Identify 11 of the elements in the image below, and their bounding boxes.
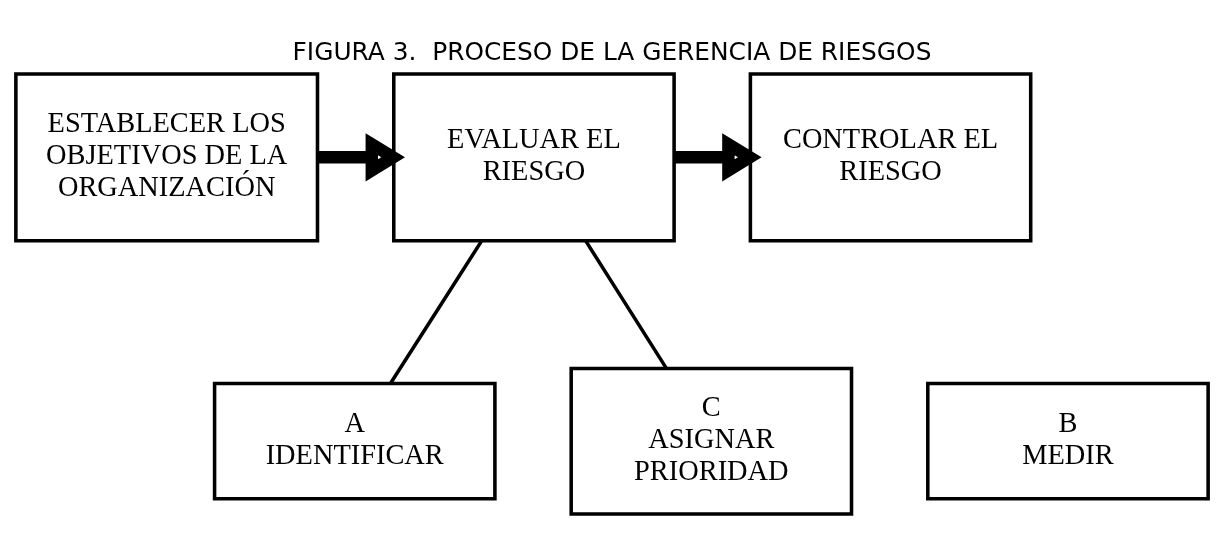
node-box: C ASIGNAR PRIORIDAD [569, 366, 854, 516]
node-box: CONTROLAR EL RIESGO [748, 72, 1033, 243]
connector [584, 239, 668, 370]
node-box: A IDENTIFICAR [212, 381, 497, 501]
node-box: B MEDIR [926, 381, 1210, 501]
arrow [318, 133, 405, 182]
node-box: ESTABLECER LOS OBJETIVOS DE LA ORGANIZACIÓN [14, 72, 320, 243]
connector [389, 239, 484, 384]
diagram-title: FIGURA 3. PROCESO DE LA GERENCIA DE RIESGOS [292, 37, 932, 67]
node-box: EVALUAR EL RIESGO [392, 72, 676, 243]
arrow [674, 133, 762, 182]
